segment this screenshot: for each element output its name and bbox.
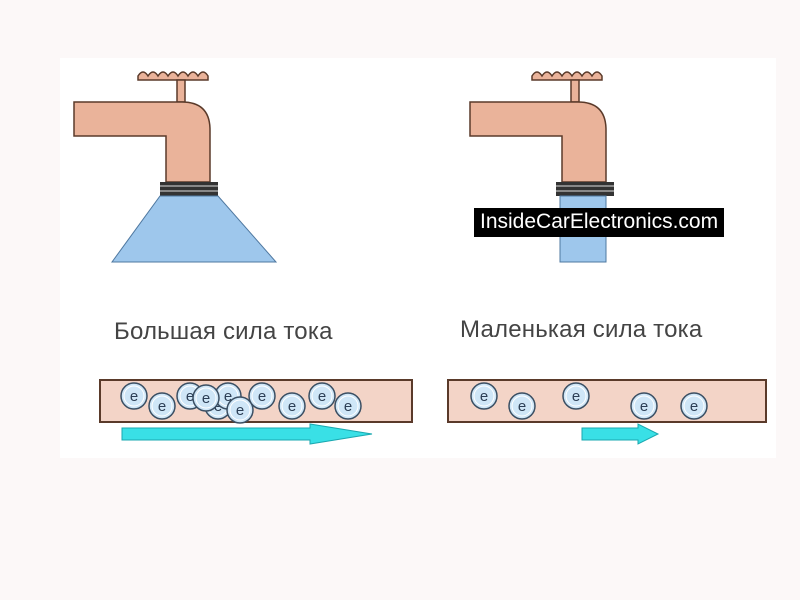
stem-right <box>570 79 580 103</box>
electron: e <box>470 382 498 410</box>
watermark: InsideCarElectronics.com <box>474 208 725 237</box>
label-low-current: Маленькая сила тока <box>460 316 703 343</box>
label-high-current: Большая сила тока <box>114 318 333 345</box>
electron-label: e <box>202 390 210 407</box>
faucet-left <box>73 71 278 263</box>
electron-label: e <box>572 388 580 405</box>
electron-label: e <box>690 398 698 415</box>
spout-right <box>469 101 607 183</box>
electron: e <box>508 392 536 420</box>
electron: e <box>308 382 336 410</box>
electron-label: e <box>318 388 326 405</box>
handle-right <box>531 71 603 81</box>
electron: e <box>630 392 658 420</box>
electron: e <box>120 382 148 410</box>
nozzle-right <box>556 182 614 196</box>
electron-label: e <box>258 388 266 405</box>
electron-label: e <box>186 388 194 405</box>
current-arrow-left <box>121 423 373 445</box>
stem-left <box>176 79 186 103</box>
current-arrow-right <box>581 423 660 445</box>
handle-left <box>137 71 209 81</box>
electron-label: e <box>518 398 526 415</box>
electron-label: e <box>236 402 244 419</box>
electron: e <box>248 382 276 410</box>
electron: e <box>680 392 708 420</box>
electron: e <box>148 392 176 420</box>
electron-label: e <box>344 398 352 415</box>
electron-label: e <box>224 388 232 405</box>
electron-label: e <box>480 388 488 405</box>
electron-label: e <box>158 398 166 415</box>
spout-left <box>73 101 211 183</box>
electron: e <box>226 396 254 424</box>
electron-label: e <box>288 398 296 415</box>
electron-label: e <box>130 388 138 405</box>
electron: e <box>278 392 306 420</box>
electron-label: e <box>640 398 648 415</box>
electron-label: e <box>214 398 222 415</box>
electron: e <box>562 382 590 410</box>
electron: e <box>192 384 220 412</box>
electron: e <box>334 392 362 420</box>
water-left <box>111 195 278 263</box>
nozzle-left <box>160 182 218 196</box>
